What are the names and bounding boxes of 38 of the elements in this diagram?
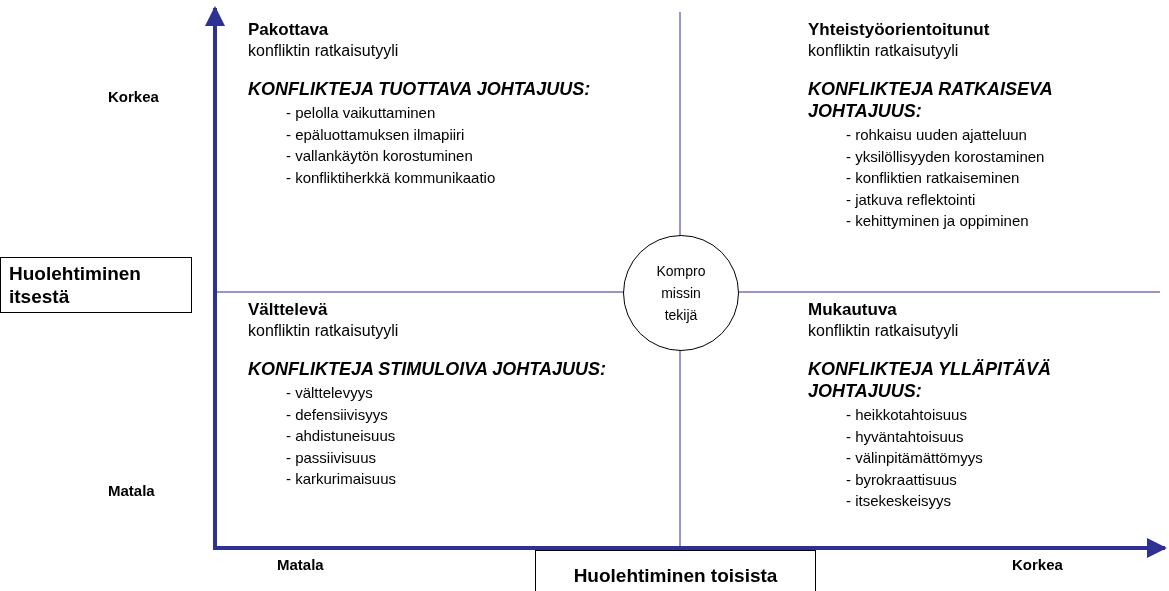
list-item: - epäluottamuksen ilmapiiri: [286, 124, 465, 145]
list-item: - defensiivisyys: [286, 404, 388, 425]
list-item: - byrokraattisuus: [846, 469, 957, 490]
list-item: - kehittyminen ja oppiminen: [846, 211, 1029, 231]
style-heading: Mukautuva: [808, 300, 897, 320]
style-subtitle: konfliktin ratkaisutyyli: [808, 42, 959, 60]
style-heading: Pakottava: [248, 20, 329, 40]
list-item: - konfliktiherkkä kommunikaatio: [286, 167, 496, 188]
style-heading: Yhteistyöorientoitunut: [808, 20, 990, 40]
list-item: - itsekeskeisyys: [846, 491, 952, 511]
axis-title: Huolehtiminen itsestä: [0, 257, 192, 313]
list-item: - passiivisuus: [286, 447, 377, 468]
list-item: - välinpitämättömyys: [846, 448, 983, 468]
axis-level-label: Korkea: [1012, 556, 1063, 573]
style-heading: Välttelevä: [248, 300, 328, 320]
list-item: - karkurimaisuus: [286, 469, 397, 489]
list-item: - rohkaisu uuden ajatteluun: [846, 125, 1027, 145]
leadership-heading: KONFLIKTEJA RATKAISEVA JOHTAJUUS:: [808, 78, 1053, 122]
list-item: - jatkuva reflektointi: [846, 189, 976, 210]
list-item: - välttelevyys: [286, 383, 373, 403]
style-subtitle: konfliktin ratkaisutyyli: [248, 42, 399, 60]
list-item: - konfliktien ratkaiseminen: [846, 168, 1020, 188]
list-item: - vallankäytön korostuminen: [286, 146, 473, 166]
axis-level-label: Korkea: [108, 88, 159, 105]
axis-title: Huolehtiminen toisista: [535, 550, 816, 591]
leadership-heading: KONFLIKTEJA TUOTTAVA JOHTAJUUS:: [248, 78, 591, 100]
list-item: - yksilöllisyyden korostaminen: [846, 146, 1045, 167]
axis-level-label: Matala: [277, 556, 324, 573]
list-item: - pelolla vaikuttaminen: [286, 103, 436, 123]
list-item: - ahdistuneisuus: [286, 426, 396, 446]
leadership-heading: KONFLIKTEJA YLLÄPITÄVÄ JOHTAJUUS:: [808, 358, 1052, 402]
style-subtitle: konfliktin ratkaisutyyli: [248, 322, 399, 340]
compromise-circle: Kompro missin tekijä: [623, 235, 739, 351]
list-item: - hyväntahtoisuus: [846, 426, 964, 447]
leadership-heading: KONFLIKTEJA STIMULOIVA JOHTAJUUS:: [248, 358, 606, 380]
style-subtitle: konfliktin ratkaisutyyli: [808, 322, 959, 340]
list-item: - heikkotahtoisuus: [846, 405, 967, 425]
axis-level-label: Matala: [108, 482, 155, 499]
